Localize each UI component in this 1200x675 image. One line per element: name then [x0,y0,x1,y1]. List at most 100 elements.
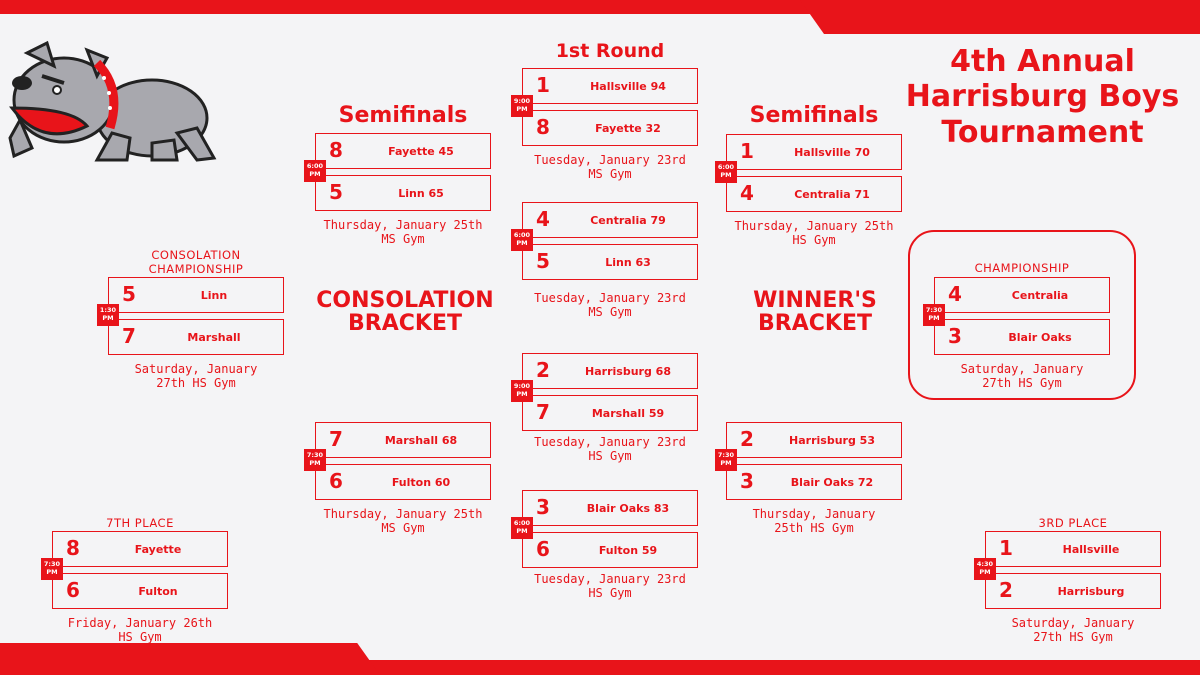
team-name: Marshall 59 [591,407,665,420]
bottom-left-accent-bar [0,643,380,675]
team-name: Fulton [138,585,178,598]
seed-number: 2 [740,427,754,451]
tournament-title: 4th Annual Harrisburg Boys Tournament [905,44,1180,150]
seed-number: 6 [536,537,550,561]
seed-number: 1 [740,139,754,163]
team-slot: 8 Fayette 45 [315,133,491,169]
team-name: Fulton 60 [391,476,451,489]
seed-number: 5 [329,180,343,204]
team-slot: 3 Blair Oaks [934,319,1110,355]
team-slot: 8 Fayette [52,531,228,567]
winners-bracket-heading: WINNER'S BRACKET [753,288,877,337]
team-slot: 6 Fulton [52,573,228,609]
team-slot: 4 Centralia 71 [726,176,902,212]
team-name: Blair Oaks [1008,331,1072,344]
third-place-label: 3RD PLACE [1038,516,1108,530]
team-slot: 2 Harrisburg [985,573,1161,609]
team-name: Fayette [134,543,182,556]
seed-number: 4 [536,207,550,231]
semifinals-left-heading: Semifinals [338,103,468,128]
championship-label: CHAMPIONSHIP [974,261,1070,275]
team-name: Hallsville 70 [794,146,870,159]
team-slot: 3 Blair Oaks 83 [522,490,698,526]
team-name: Centralia 79 [590,214,666,227]
top-right-accent-bar [800,0,1200,34]
team-name: Harrisburg 53 [789,434,875,447]
seed-number: 5 [122,282,136,306]
team-slot: 7 Marshall 59 [522,395,698,431]
seed-number: 8 [536,115,550,139]
seed-number: 3 [948,324,962,348]
first-round-heading: 1st Round [555,40,665,62]
team-name: Fayette 45 [388,145,454,158]
team-slot: 5 Linn [108,277,284,313]
seed-number: 4 [740,181,754,205]
team-name: Centralia 71 [794,188,870,201]
seed-number: 8 [66,536,80,560]
bulldog-mascot-icon [8,40,217,162]
team-name: Hallsville 94 [590,80,666,93]
seed-number: 8 [329,138,343,162]
seed-number: 4 [948,282,962,306]
team-slot: 2 Harrisburg 53 [726,422,902,458]
team-slot: 1 Hallsville 70 [726,134,902,170]
seed-number: 7 [536,400,550,424]
team-name: Blair Oaks 83 [586,502,670,515]
team-name: Hallsville [1062,543,1120,556]
championship-frame [908,230,1136,400]
seed-number: 6 [66,578,80,602]
team-name: Marshall [187,331,241,344]
seed-number: 2 [536,358,550,382]
seed-number: 3 [536,495,550,519]
consolation-bracket-heading: CONSOLATION BRACKET [316,288,494,337]
team-name: Harrisburg [1057,585,1125,598]
seed-number: 7 [329,427,343,451]
seed-number: 6 [329,469,343,493]
seed-number: 3 [740,469,754,493]
seed-number: 1 [999,536,1013,560]
consolation-championship-label: CONSOLATION CHAMPIONSHIP [148,248,244,276]
semifinals-right-heading: Semifinals [749,103,879,128]
seed-number: 5 [536,249,550,273]
seed-number: 2 [999,578,1013,602]
team-name: Linn [200,289,228,302]
